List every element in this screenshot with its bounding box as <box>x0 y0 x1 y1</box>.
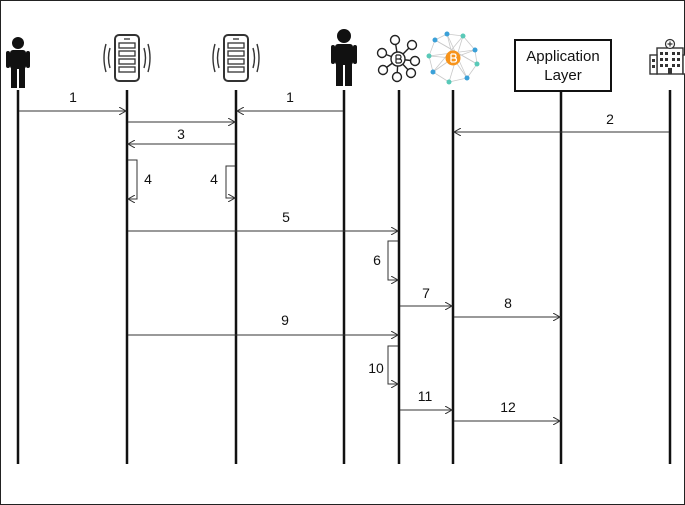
smartphone-vibrating-icon <box>103 34 151 82</box>
lifelines <box>16 90 672 464</box>
person-icon <box>331 29 357 86</box>
message-label-11: 11 <box>418 388 433 404</box>
message-label-10: 10 <box>368 360 384 376</box>
person-icon <box>6 37 30 88</box>
message-label-2: 2 <box>606 111 614 127</box>
smartphone-vibrating-icon <box>212 34 260 82</box>
blockchain-network-icon <box>376 34 421 83</box>
message-label-7: 7 <box>422 285 430 301</box>
message-self-arrow-10 <box>387 345 398 384</box>
message-label-1b: 1 <box>286 89 294 105</box>
message-self-arrow-4b <box>225 165 235 198</box>
message-label-12: 12 <box>500 399 516 415</box>
message-labels: 1 1 2 3 4 4 5 6 7 8 9 10 11 12 <box>69 89 614 415</box>
message-label-8: 8 <box>504 295 512 311</box>
hospital-building-icon <box>649 38 685 75</box>
messages <box>19 111 669 421</box>
message-self-arrow-4a <box>128 159 138 199</box>
message-label-5: 5 <box>282 209 290 225</box>
message-label-4a: 4 <box>144 171 152 187</box>
bitcoin-network-icon <box>426 31 480 85</box>
message-label-1a: 1 <box>69 89 77 105</box>
message-self-arrow-6 <box>387 240 398 280</box>
message-label-3: 3 <box>177 126 185 142</box>
message-label-9: 9 <box>281 312 289 328</box>
message-label-6: 6 <box>373 252 381 268</box>
application-layer-box: Application Layer <box>514 39 612 92</box>
application-layer-line1: Application <box>526 48 599 65</box>
message-label-4b: 4 <box>210 171 218 187</box>
application-layer-line2: Layer <box>544 67 582 84</box>
